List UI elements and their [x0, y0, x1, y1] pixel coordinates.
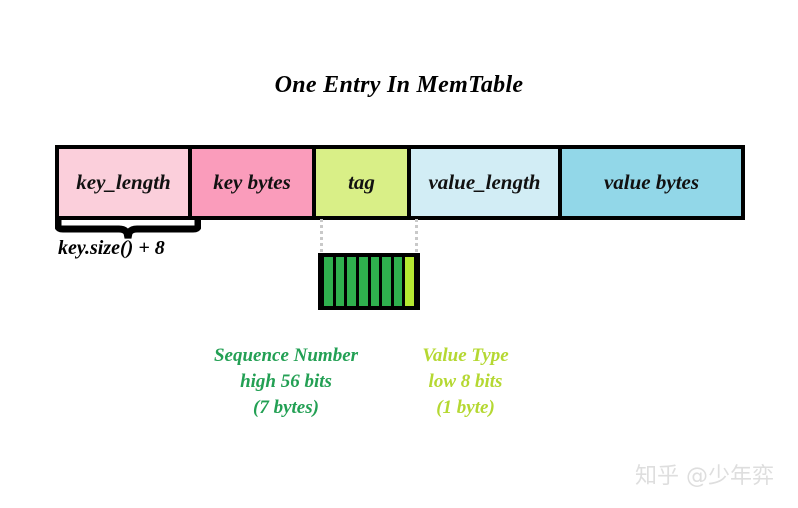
tag-byte-bars — [318, 253, 420, 310]
watermark: 知乎 @少年弈 — [635, 464, 774, 489]
tag-guide-line-left — [320, 219, 323, 252]
legend-value-type-line1: Value Type — [422, 345, 509, 366]
tag-byte-sequence-2 — [335, 257, 345, 306]
tag-byte-sequence-7 — [393, 257, 403, 306]
tag-byte-sequence-5 — [370, 257, 380, 306]
legend-sequence-line1: Sequence Number — [213, 345, 359, 366]
legend-value-type-line3: (1 byte) — [436, 397, 495, 418]
key-size-brace-label: key.size() + 8 — [58, 237, 165, 259]
legend-sequence-number: Sequence Number high 56 bits (7 bytes) — [186, 343, 386, 421]
legend-value-type: Value Type low 8 bits (1 byte) — [398, 343, 533, 421]
page-title: One Entry In MemTable — [274, 72, 524, 98]
entry-field-key-length: key_length — [59, 149, 192, 216]
entry-field-key-bytes: key bytes — [192, 149, 316, 216]
tag-guide-line-right — [415, 219, 418, 252]
entry-field-tag: tag — [316, 149, 411, 216]
entry-field-value-length: value_length — [411, 149, 562, 216]
memtable-entry-strip: key_length key bytes tag value_length va… — [55, 145, 745, 220]
tag-byte-sequence-3 — [347, 257, 356, 306]
legend-sequence-line2: high 56 bits — [240, 371, 332, 392]
entry-field-value-bytes: value bytes — [562, 149, 741, 216]
tag-byte-value-type — [405, 257, 414, 306]
legend-sequence-line3: (7 bytes) — [253, 397, 319, 418]
key-size-brace-icon — [55, 219, 201, 241]
legend-value-type-line2: low 8 bits — [428, 371, 503, 392]
tag-byte-sequence-6 — [382, 257, 391, 306]
tag-byte-sequence-1 — [324, 257, 333, 306]
tag-byte-sequence-4 — [358, 257, 368, 306]
